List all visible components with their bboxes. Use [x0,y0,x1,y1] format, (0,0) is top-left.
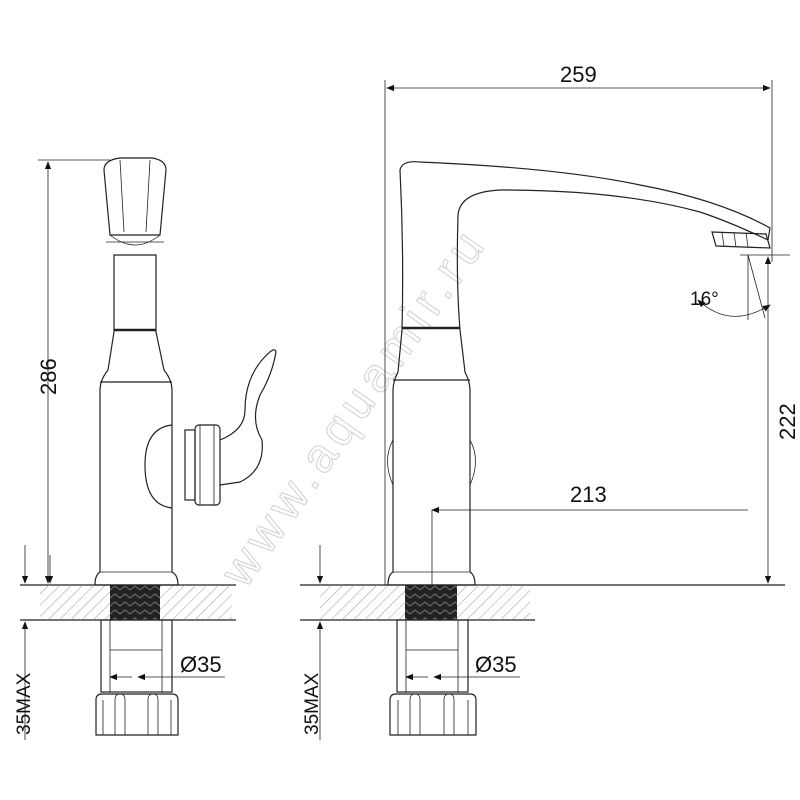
threaded-stud [110,585,160,620]
dim-spout-angle: 16° [690,289,719,310]
watermark: www.aquamir.ru [210,217,498,597]
left-body [94,254,179,586]
left-top-cartridge [103,157,167,236]
dim-total-height: 286 [36,358,61,395]
dim-spout-total-reach: 259 [560,62,597,87]
left-view: 286 35MAX Ø35 [14,157,277,740]
right-view: 259 222 16° 213 35MAX Ø35 [300,62,800,740]
dim-left-max: 35MAX [14,672,35,735]
dim-spout-height: 222 [775,403,800,440]
dim-spout-reach: 213 [570,482,607,507]
threaded-stud [405,585,457,620]
aerator [711,231,771,249]
dim-right-diameter: Ø35 [475,652,517,677]
right-body-spout [387,161,771,586]
dim-right-max: 35MAX [302,672,323,735]
dim-left-diameter: Ø35 [180,652,222,677]
